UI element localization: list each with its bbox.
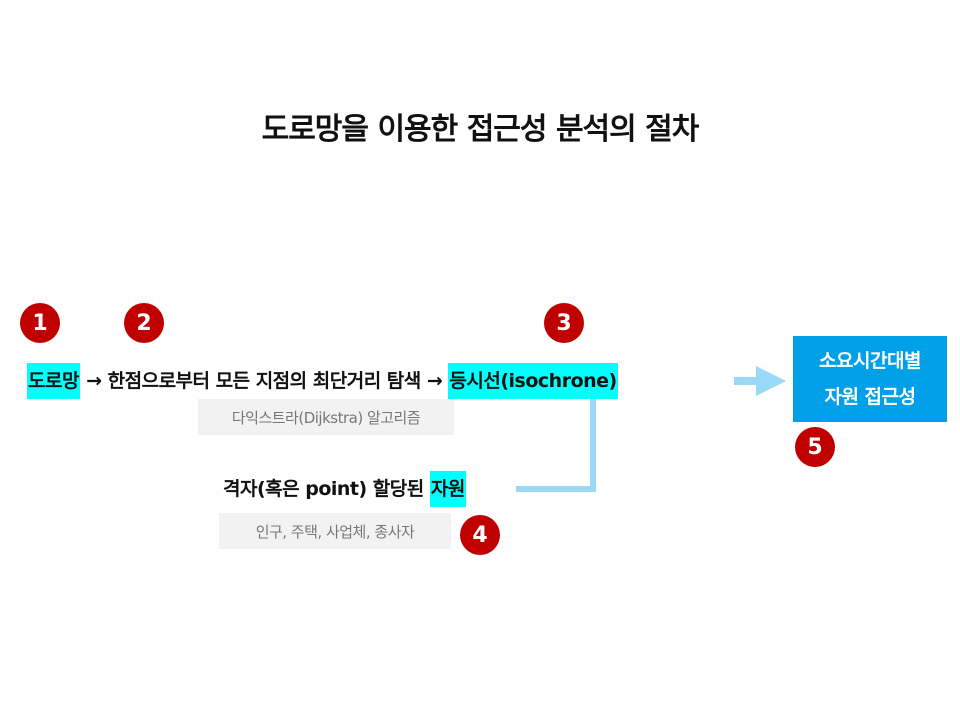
step-badge-2: 2 <box>124 303 164 343</box>
arrow-right-icon: → <box>426 370 443 392</box>
shortest-path-search-label: 한점으로부터 모든 지점의 최단거리 탐색 <box>107 370 422 392</box>
dijkstra-note: 다익스트라(Dijkstra) 알고리즘 <box>198 399 454 435</box>
step-badge-5: 5 <box>795 427 835 467</box>
result-line-1: 소요시간대별 <box>819 350 921 372</box>
resource-label: 자원 <box>429 471 466 507</box>
isochrone-label: 등시선(isochrone) <box>448 363 618 399</box>
resource-note: 인구, 주택, 사업체, 종사자 <box>219 513 451 549</box>
result-line-2: 자원 접근성 <box>824 386 916 408</box>
road-network-label: 도로망 <box>27 363 80 399</box>
step-badge-4: 4 <box>460 515 500 555</box>
arrow-right-icon: → <box>86 370 102 392</box>
diagram-title: 도로망을 이용한 접근성 분석의 절차 <box>261 112 700 147</box>
result-box: 소요시간대별 자원 접근성 <box>793 336 947 422</box>
main-flow-row: 도로망 → 한점으로부터 모든 지점의 최단거리 탐색 → 등시선(isochr… <box>27 363 618 399</box>
step-badge-3: 3 <box>544 303 584 343</box>
grid-allocation-label: 격자(혹은 point) 할당된 <box>223 478 424 500</box>
resource-row: 격자(혹은 point) 할당된 자원 <box>223 471 466 507</box>
resource-connector <box>516 381 596 492</box>
step-badge-1: 1 <box>20 303 60 343</box>
result-arrowhead <box>756 366 786 396</box>
